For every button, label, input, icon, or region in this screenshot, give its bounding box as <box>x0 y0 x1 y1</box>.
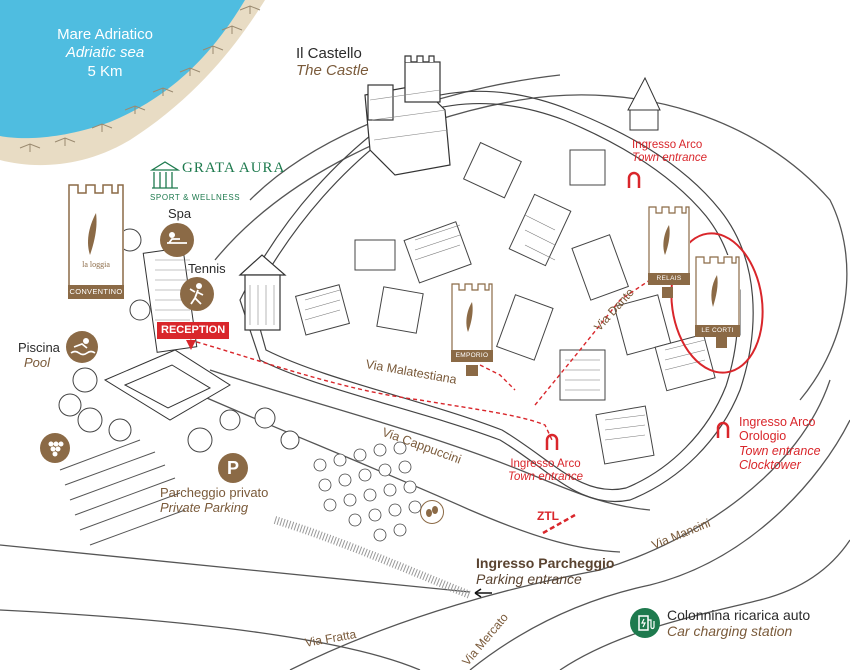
round-tower <box>238 254 287 331</box>
relais-marker <box>662 287 673 298</box>
tennis-icon[interactable] <box>180 277 214 311</box>
pool-label-it: Piscina <box>18 340 60 355</box>
private-parking-en: Private Parking <box>160 499 249 515</box>
castle-drawing <box>364 55 451 176</box>
reception-pointer <box>186 340 196 350</box>
entrance-bottom-label: Ingresso Arco Town entrance <box>508 458 583 484</box>
beach-umbrellas <box>19 5 261 152</box>
emporio-marker <box>466 365 478 376</box>
vineyard <box>59 439 186 546</box>
parking-entrance-it: Ingresso Parcheggio <box>476 555 615 571</box>
hotel-tower-frame <box>451 283 493 350</box>
charging-icon[interactable] <box>630 608 660 638</box>
temple-icon <box>150 161 180 189</box>
church-tower <box>627 76 661 131</box>
spa-brand-tagline: SPORT & WELLNESS <box>150 193 241 202</box>
reception-badge[interactable]: RECEPTION <box>157 322 230 339</box>
entrance-clock-label: Ingresso Arco Orologio Town entrance Clo… <box>739 415 821 473</box>
parking-path <box>273 516 472 599</box>
private-parking-it: Parcheggio privato <box>160 485 269 500</box>
sea-name-en: Adriatic sea <box>65 44 145 62</box>
town-buildings <box>294 141 741 465</box>
charging-label-it: Colonnina ricarica auto <box>667 607 811 623</box>
parking-entrance-en: Parking entrance <box>476 571 582 588</box>
walking-routes <box>189 279 651 441</box>
trees <box>58 228 300 453</box>
hotel-tower-frame <box>648 206 690 273</box>
sea-distance: 5 Km <box>87 62 123 80</box>
hotel-relais[interactable]: RELAIS <box>648 205 690 285</box>
entrance-bottom-it: Ingresso Arco <box>510 458 581 470</box>
entrance-bottom-icon[interactable] <box>545 432 559 450</box>
entrance-top-label: Ingresso Arco Town entrance <box>632 139 707 165</box>
private-parking-label: Parcheggio privato Private Parking <box>160 485 269 516</box>
svg-text:la loggia: la loggia <box>82 260 110 269</box>
hotel-le-corti-label: LE CORTI <box>695 325 740 337</box>
castle-label: Il Castello The Castle <box>296 45 369 80</box>
entrance-top-en: Town entrance <box>632 152 708 165</box>
spa-label: Spa <box>168 206 192 221</box>
entrance-clock-icon[interactable] <box>716 420 730 438</box>
entrance-clock-en2: Clocktower <box>739 458 801 473</box>
ztl-line <box>542 513 576 535</box>
spa-icon[interactable] <box>160 223 194 257</box>
olive-grove <box>313 441 422 542</box>
entrance-clock-en1: Town entrance <box>739 443 821 458</box>
castle-name-en: The Castle <box>296 62 369 80</box>
parking-entrance-label: Ingresso Parcheggio Parking entrance <box>476 555 614 587</box>
entrance-top-icon[interactable] <box>627 170 641 188</box>
pool-label: Piscina Pool <box>18 340 60 371</box>
hotel-emporio[interactable]: EMPORIO <box>451 282 493 362</box>
ztl-label: ZTL <box>537 509 559 523</box>
charging-label: Colonnina ricarica auto Car charging sta… <box>667 607 810 639</box>
hotel-conventino-label: CONVENTINO <box>68 285 124 299</box>
tennis-label: Tennis <box>188 261 226 276</box>
hotel-tower-frame: la loggia <box>68 184 124 285</box>
sea <box>0 0 245 139</box>
entrance-clock-it2: Orologio <box>739 429 787 444</box>
spa-brand-name: GRATA AURA <box>182 160 286 176</box>
castle-name-it: Il Castello <box>296 45 362 62</box>
hotel-tower-frame <box>695 256 740 325</box>
hotel-le-corti[interactable]: LE CORTI <box>695 255 740 337</box>
pool-icon[interactable] <box>66 331 98 363</box>
charging-label-en: Car charging station <box>667 623 793 640</box>
entrance-clock-it1: Ingresso Arco <box>739 415 816 429</box>
olive-icon <box>420 500 444 524</box>
hotel-relais-label: RELAIS <box>648 273 690 285</box>
grapes-icon <box>40 433 70 463</box>
sea-label: Mare Adriatico Adriatic sea 5 Km <box>40 26 170 81</box>
entrance-top-it: Ingresso Arco <box>632 139 703 151</box>
arrow-left-icon <box>474 588 492 598</box>
parking-icon[interactable]: P <box>218 453 248 483</box>
hotel-emporio-label: EMPORIO <box>451 350 493 362</box>
le-corti-marker <box>716 337 727 348</box>
entrance-bottom-en: Town entrance <box>508 471 584 484</box>
hotel-conventino[interactable]: la loggia CONVENTINO <box>68 183 124 299</box>
sea-name-it: Mare Adriatico <box>57 26 153 43</box>
le-corti-highlight <box>670 232 764 374</box>
pool-label-en: Pool <box>24 354 51 370</box>
